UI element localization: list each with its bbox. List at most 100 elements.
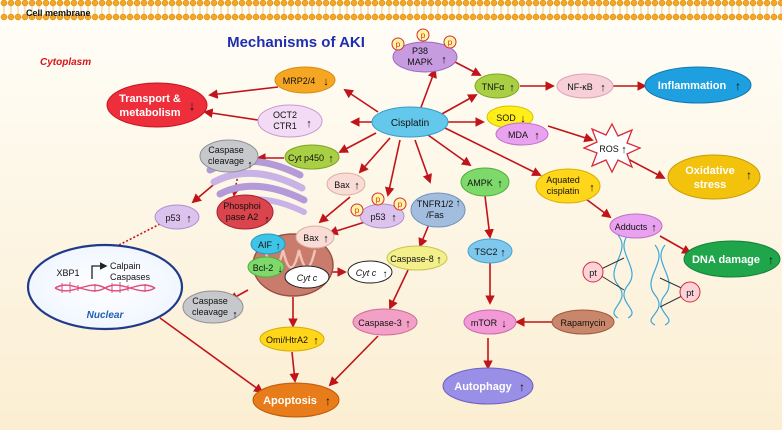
lipid-head [392, 13, 400, 21]
apoptosis-node: Apoptosis ↑ [252, 382, 340, 418]
arrow-cis-p38 [419, 68, 437, 111]
lipid-head [735, 0, 743, 7]
lipid-head [595, 0, 603, 7]
lipid-head [308, 13, 316, 21]
arrow-bax-baxmid [318, 196, 351, 224]
dna-damage-node: DNA damage ↑ [683, 240, 781, 278]
phospholipase-label-2: pase A2 [226, 212, 259, 222]
lipid-head [315, 0, 323, 7]
cell-membrane [0, 0, 782, 21]
lipid-head [777, 13, 782, 21]
tnfr-label-1: TNFR1/2 [417, 199, 454, 209]
cytc-outer-node: Cyt c ↑ [347, 260, 393, 284]
lipid-head [728, 0, 736, 7]
sod-down-arrow: ↓ [520, 113, 526, 125]
lipid-head [462, 0, 470, 7]
lipid-head [686, 0, 694, 7]
lipid-head [322, 0, 330, 7]
lipid-head [224, 0, 232, 7]
lipid-head [497, 0, 505, 7]
cyt-p450-node: Cyt p450 ↑ [284, 144, 340, 170]
lipid-head [658, 0, 666, 7]
lipid-head [287, 0, 295, 7]
omi-htra2-node: Omi/HtrA2 ↑ [259, 326, 325, 352]
nfkb-node: NF-κB ↑ [556, 73, 614, 99]
lipid-head [70, 0, 78, 7]
lipid-head [469, 0, 477, 7]
caspases-label: Caspases [110, 272, 151, 282]
caspase3-node: Caspase-3 ↑ [352, 308, 418, 336]
lipid-head [378, 0, 386, 7]
lipid-head [679, 0, 687, 7]
lipid-head [714, 0, 722, 7]
lipid-head [623, 0, 631, 7]
lipid-head [602, 0, 610, 7]
lipid-head [532, 0, 540, 7]
arrow-ros-oxidative [625, 157, 666, 179]
lipid-head [21, 0, 29, 7]
lipid-head [217, 0, 225, 7]
mda-up-arrow: ↑ [534, 130, 540, 142]
lipid-head [511, 0, 519, 7]
lipid-head [357, 0, 365, 7]
lipid-head [378, 13, 386, 21]
p53-left-label: p53 [165, 213, 180, 223]
p53-mid-up-arrow: ↑ [391, 212, 397, 224]
lipid-head [252, 0, 260, 7]
lipid-head [168, 13, 176, 21]
transport-metabolism-node: Transport & metabolism ↓ [106, 82, 208, 128]
inflammation-up-arrow: ↑ [735, 79, 741, 93]
aquated-up-arrow: ↑ [589, 182, 595, 194]
lipid-head [588, 13, 596, 21]
phospho-p-5: p [376, 195, 381, 204]
lipid-head [406, 13, 414, 21]
p38-up-arrow: ↑ [441, 54, 447, 66]
bax-mid-node: Bax ↑ [295, 225, 335, 249]
lipid-head [301, 13, 309, 21]
lipid-head [427, 0, 435, 7]
phospho-p-1: p [396, 40, 401, 49]
adducts-up-arrow: ↑ [651, 222, 657, 234]
membrane-label: Cell membrane [26, 8, 91, 18]
arrow-nucleus-apoptosis [159, 317, 264, 394]
lipid-head [581, 0, 589, 7]
lipid-head [42, 0, 50, 7]
arrow-mda-ros [547, 125, 594, 143]
cyt-p450-label: Cyt p450 [288, 153, 324, 163]
lipid-head [245, 13, 253, 21]
lipid-head [119, 0, 127, 7]
lipid-head [280, 13, 288, 21]
mtor-node: mTOR ↓ [463, 309, 517, 335]
lipid-head [644, 0, 652, 7]
bax-top-node: Bax ↑ [326, 172, 366, 196]
cytc-outer-label: Cyt c [356, 268, 377, 278]
lipid-head [553, 13, 561, 21]
bax-top-up-arrow: ↑ [354, 180, 360, 192]
p38-phospho-circles: p p p [391, 28, 457, 51]
lipid-head [609, 0, 617, 7]
lipid-head [567, 0, 575, 7]
autophagy-up-arrow: ↑ [519, 380, 525, 394]
lipid-head [308, 0, 316, 7]
lipid-head [364, 0, 372, 7]
pathway-arrows [78, 61, 692, 394]
rapamycin-node: Rapamycin [551, 309, 615, 335]
arrow-cis-cytp450 [338, 132, 377, 153]
lipid-head [693, 0, 701, 7]
caspase-cleavage-top-label-2: cleavage [208, 156, 244, 166]
lipid-head [280, 0, 288, 7]
lipid-head [385, 0, 393, 7]
ampk-up-arrow: ↑ [497, 178, 503, 190]
lipid-head [0, 13, 8, 21]
lipid-head [644, 13, 652, 21]
lipid-head [665, 0, 673, 7]
arrow-p53-baxmid [328, 221, 366, 236]
arrow-casp8-casp3 [388, 269, 409, 310]
ampk-node: AMPK ↑ [460, 167, 510, 197]
lipid-head [420, 0, 428, 7]
lipid-head [630, 0, 638, 7]
bax-mid-label: Bax [303, 233, 319, 243]
sod-label: SOD [496, 113, 516, 123]
phospholipase-label-1: Phosphoi [223, 201, 261, 211]
